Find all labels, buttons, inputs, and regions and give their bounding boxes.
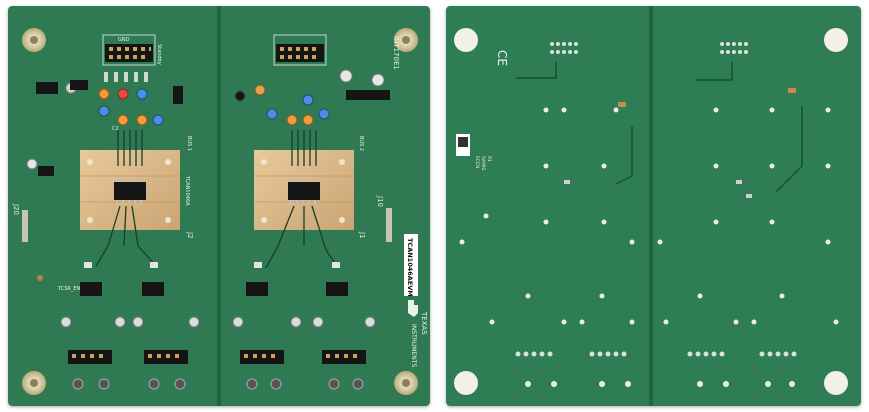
brand-line-1: TEXAS xyxy=(420,311,428,335)
svg-text:TCAN1046AEVM: TCAN1046AEVM xyxy=(406,238,414,297)
bus-right-label: BUS 2 xyxy=(358,136,364,151)
connector-j1-label: J1 xyxy=(358,231,366,239)
back-vias xyxy=(459,107,839,325)
side-connector-right xyxy=(386,208,392,242)
chip-silk-label: TCAN1046A xyxy=(184,175,190,206)
panel-split xyxy=(217,6,221,406)
front-board: GND C2 Standby xyxy=(8,6,430,406)
cap-silk-label: C2 xyxy=(112,126,119,132)
eval-label-sticker: TCAN1046AEVM xyxy=(404,234,418,297)
ic-chip-right xyxy=(288,182,320,200)
svg-text:ECCN: ECCN xyxy=(474,156,480,169)
tcsr-jumpers-right xyxy=(246,262,348,296)
svg-text:R1: R1 xyxy=(486,156,492,162)
board-id-label: INT170E1 xyxy=(392,36,400,70)
top-header-right xyxy=(273,34,327,66)
tcsr-jumpers-left xyxy=(80,262,164,296)
gnd-silk-label: GND xyxy=(118,37,130,43)
test-points-right xyxy=(234,69,385,126)
standby-silk-label: Standby xyxy=(156,44,162,65)
mounting-hole xyxy=(824,371,848,395)
jumper-left xyxy=(36,82,58,94)
tcsr-silk-label: TCSR_EN xyxy=(57,286,81,292)
ic-chip-left xyxy=(114,182,146,200)
top-header-left: GND xyxy=(102,34,156,66)
connector-j2-label: J2 xyxy=(186,231,194,239)
mounting-hole xyxy=(824,28,848,52)
ti-logo: TEXAS INSTRUMENTS xyxy=(408,300,428,367)
jumper-left xyxy=(173,86,183,104)
mounting-hole xyxy=(454,371,478,395)
side-connector-left xyxy=(22,210,28,242)
bus-left-label: BUS 1 xyxy=(186,136,192,151)
svg-text:5A992: 5A992 xyxy=(480,156,486,171)
panel-split-back xyxy=(649,6,653,406)
brand-line-2: INSTRUMENTS xyxy=(410,324,417,367)
pcb-substrate-back xyxy=(446,6,861,406)
conn-j10-label: J10 xyxy=(376,195,384,207)
jumper-left xyxy=(70,80,88,90)
back-board: CE xyxy=(446,6,861,406)
ce-mark: CE xyxy=(495,50,509,66)
back-label: ECCN 5A992 R1 xyxy=(456,134,492,171)
conn-j20-label: J20 xyxy=(12,203,20,215)
mounting-hole xyxy=(454,28,478,52)
jumper-right xyxy=(346,90,390,100)
test-points-left xyxy=(65,82,164,126)
